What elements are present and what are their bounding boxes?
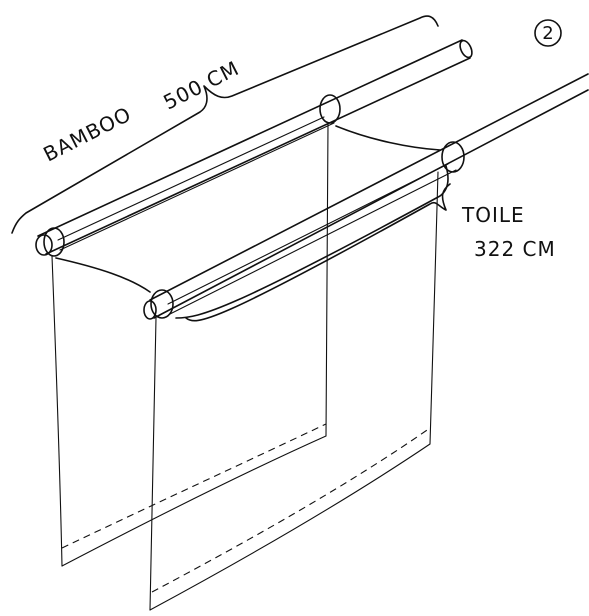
bamboo-length: 500 CM (159, 56, 243, 115)
fabric-label-group: TOILE 322 CM (461, 203, 556, 261)
bamboo-label-group: BAMBOO 500 CM (39, 56, 243, 167)
fabric-label: TOILE (461, 203, 525, 227)
fabric-top-fold (55, 125, 449, 319)
bamboo-length-brace (11, 15, 439, 234)
back-fabric-panel (51, 123, 329, 567)
front-bamboo-pole (143, 73, 589, 320)
bamboo-label: BAMBOO (39, 102, 135, 167)
fabric-length-brace (185, 183, 451, 322)
back-bamboo-pole (35, 39, 473, 257)
front-fabric-panel (149, 171, 439, 611)
fabric-length: 322 CM (474, 237, 556, 261)
step-number: 2 (542, 23, 553, 44)
step-number-badge: 2 (534, 19, 562, 47)
